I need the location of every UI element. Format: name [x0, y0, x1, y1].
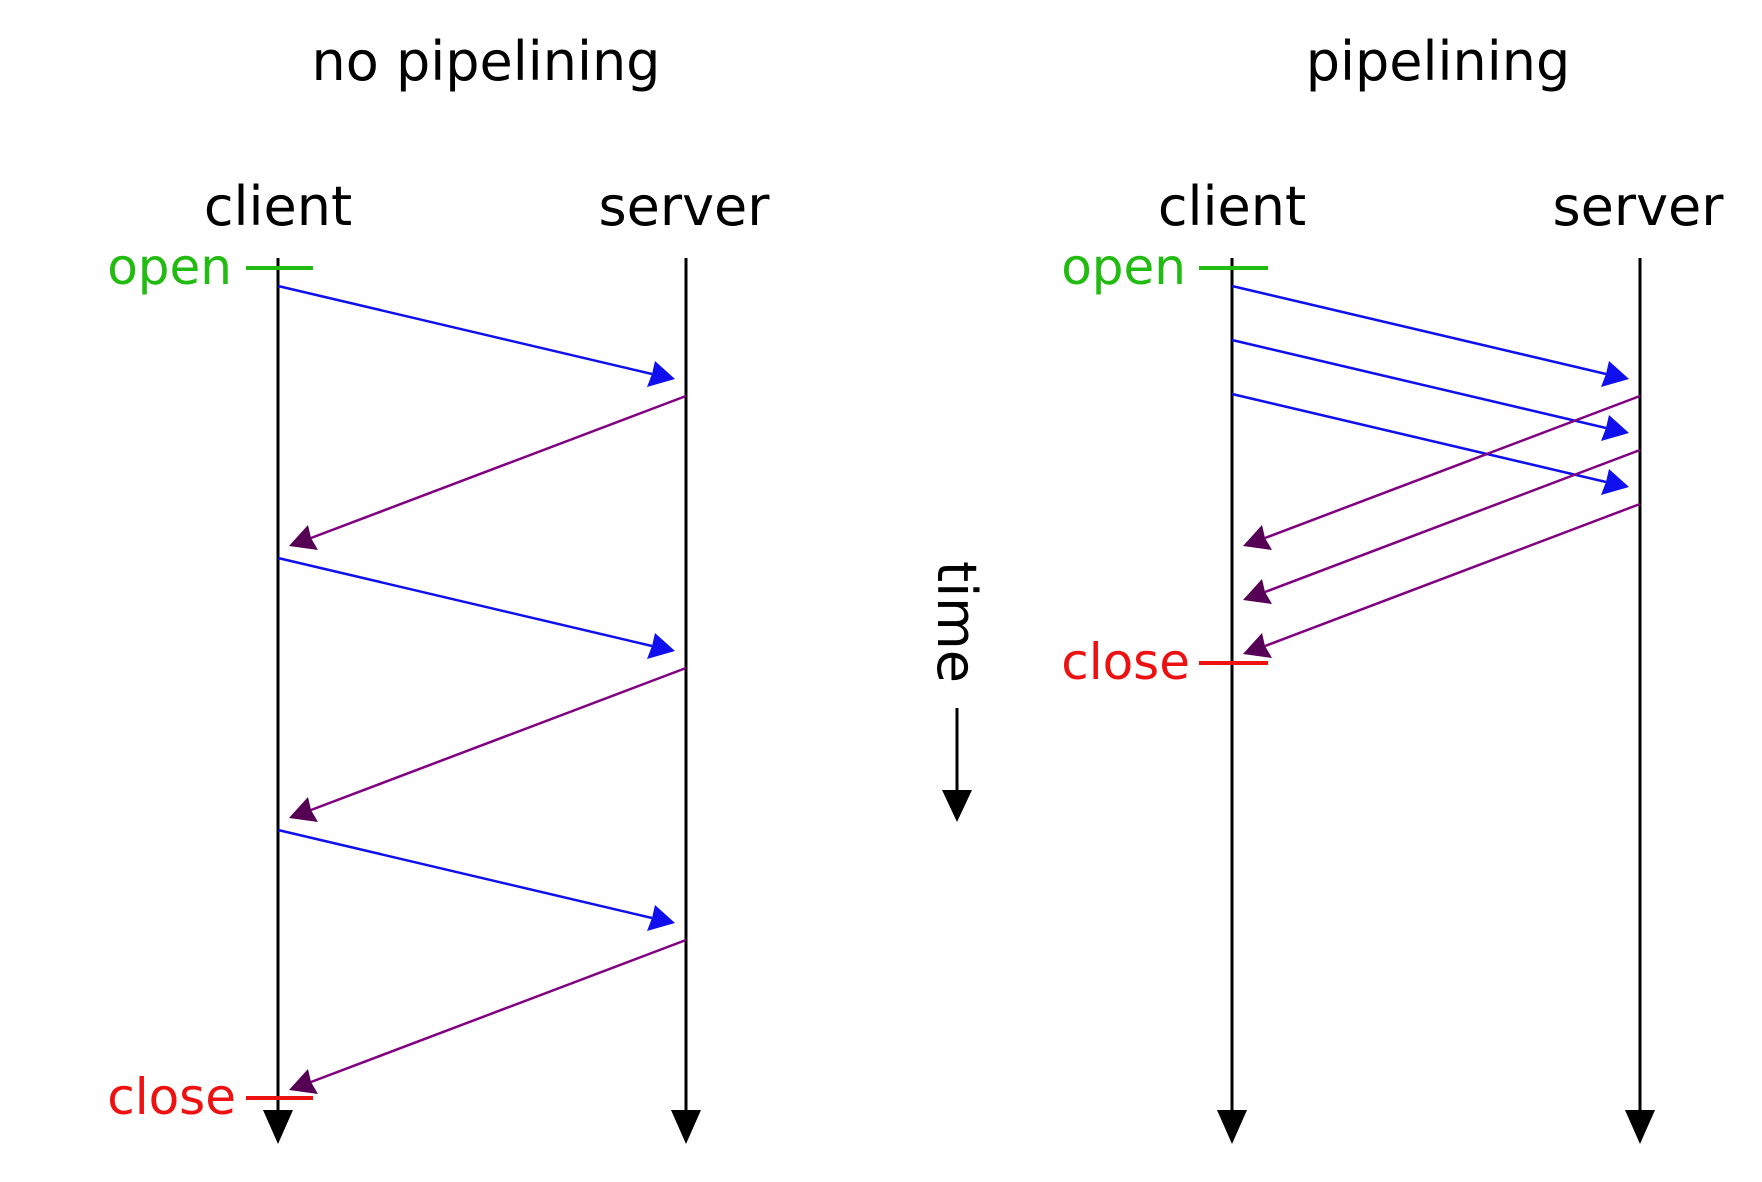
response-arrow — [1243, 448, 1641, 604]
request-arrow — [277, 828, 675, 931]
panel-no-pipelining: no pipelining client server open close — [107, 30, 770, 1144]
client-label: client — [204, 175, 352, 238]
panel-title: no pipelining — [312, 30, 661, 93]
server-timeline-arrowhead — [1625, 1110, 1655, 1144]
request-arrow — [1231, 392, 1629, 495]
server-timeline-arrowhead — [671, 1110, 701, 1144]
time-label: time — [925, 561, 988, 683]
response-arrow — [289, 666, 687, 822]
time-axis: time — [925, 561, 988, 822]
client-timeline-arrowhead — [263, 1110, 293, 1144]
panel-title: pipelining — [1306, 30, 1571, 93]
client-timeline-arrowhead — [1217, 1110, 1247, 1144]
request-arrow — [277, 556, 675, 659]
open-label: open — [1061, 238, 1186, 296]
close-label: close — [107, 1068, 236, 1126]
open-label: open — [107, 238, 232, 296]
response-arrow — [289, 394, 687, 550]
server-label: server — [599, 175, 771, 238]
response-arrow — [1243, 394, 1641, 550]
response-arrow — [1243, 502, 1641, 658]
request-arrow — [277, 284, 675, 387]
time-arrow-head — [942, 790, 972, 822]
server-label: server — [1553, 175, 1725, 238]
request-arrow — [1231, 284, 1629, 387]
panel-pipelining: pipelining client server open close — [1061, 30, 1724, 1144]
request-arrow — [1231, 338, 1629, 441]
close-label: close — [1061, 633, 1190, 691]
client-label: client — [1158, 175, 1306, 238]
response-arrow — [289, 938, 687, 1094]
